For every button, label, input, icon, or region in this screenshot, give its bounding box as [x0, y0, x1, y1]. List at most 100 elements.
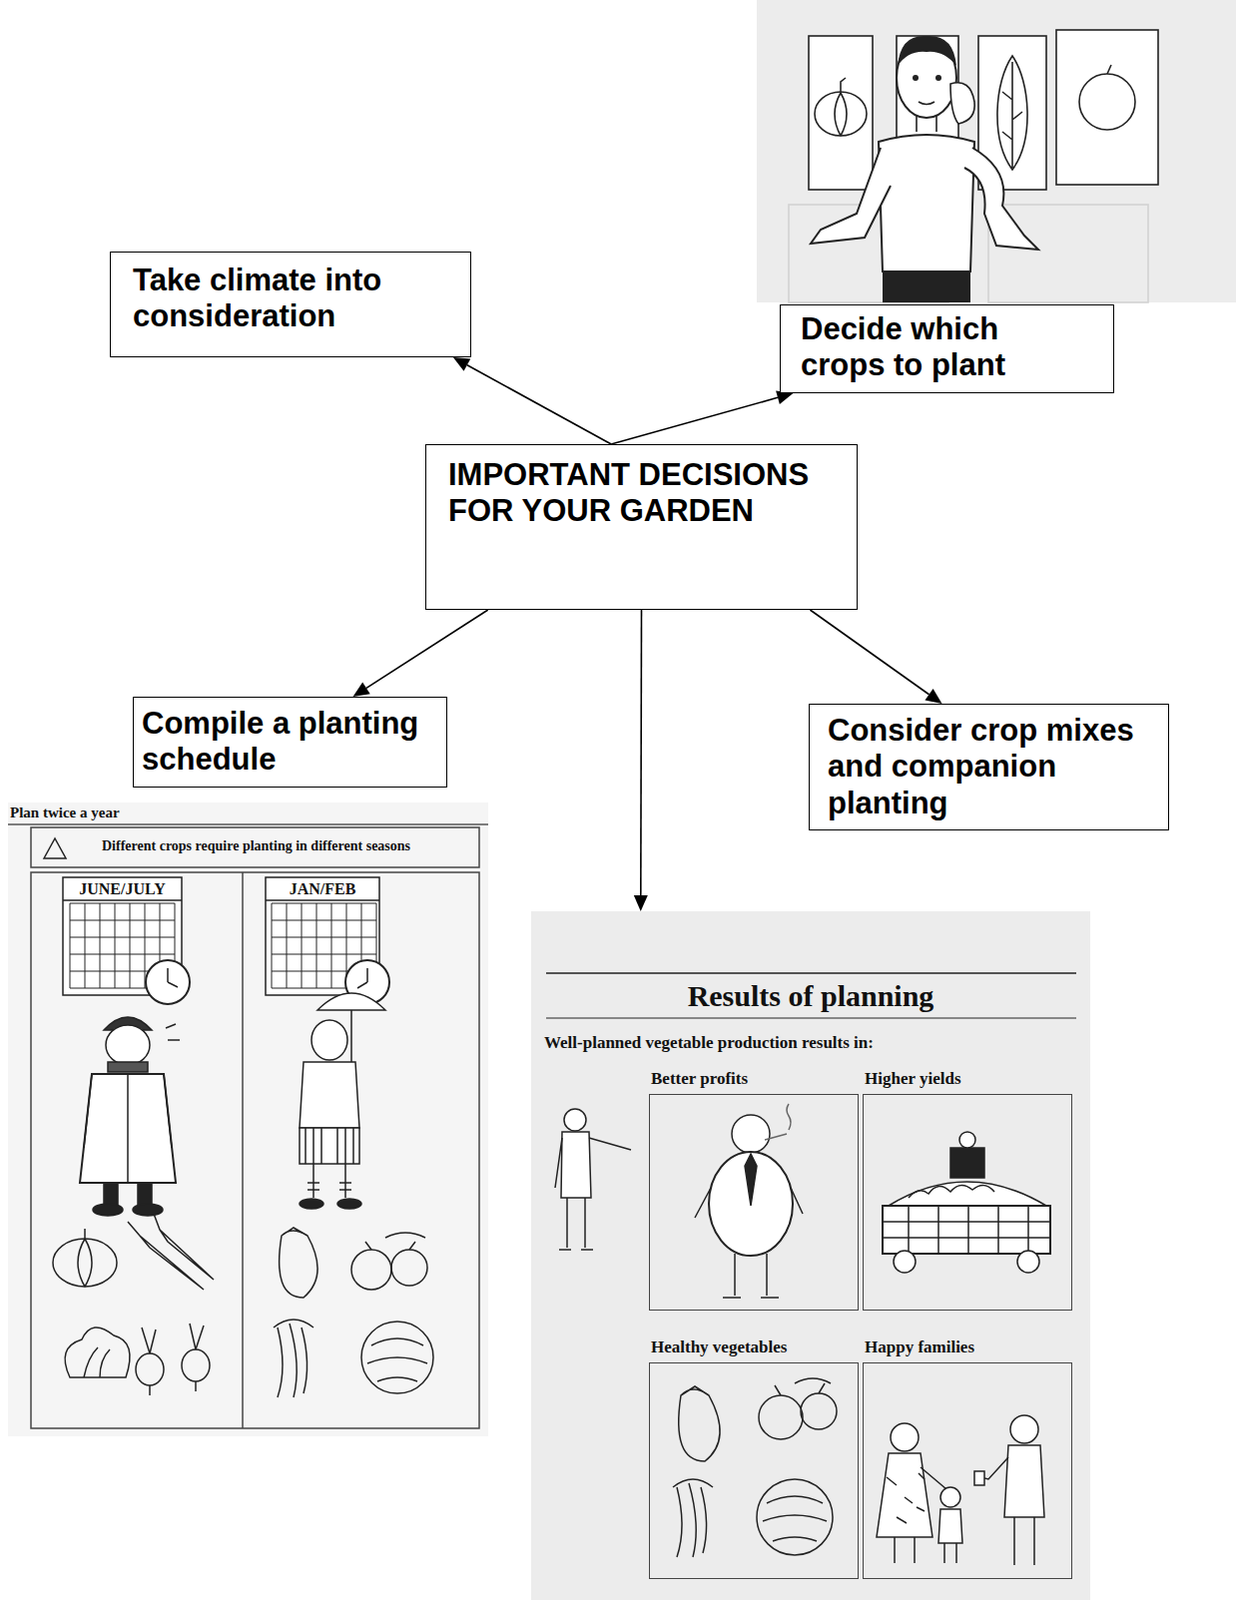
- results-illustration: [1004, 1445, 1045, 1518]
- results-illustration: [708, 1152, 793, 1256]
- results-illustration: [908, 1185, 995, 1199]
- planting-schedule-illustration: [79, 1074, 176, 1184]
- planting-schedule-illustration: [165, 1024, 180, 1041]
- planting-schedule-illustration: [305, 1128, 354, 1165]
- planting-schedule-illustration: [279, 1228, 318, 1298]
- panel-subtitle: Well-planned vegetable production result…: [531, 1033, 1091, 1054]
- decision-box: Consider crop mixes and companion planti…: [808, 703, 1170, 831]
- box-text: Consider crop mixes and companion planti…: [827, 712, 1161, 822]
- crop-choice-illustration: [756, 0, 1236, 303]
- results-illustration: [944, 1543, 957, 1564]
- crop-choice-illustration: [882, 271, 971, 303]
- results-illustration: [876, 1453, 933, 1538]
- results-illustration: [800, 1393, 837, 1430]
- results-illustration: [764, 1104, 791, 1141]
- planting-schedule-illustration: [361, 1321, 434, 1394]
- connector-line: [639, 610, 642, 896]
- crop-choice-illustration: [808, 35, 873, 190]
- planting-schedule-illustration: [77, 1229, 92, 1287]
- panel-frame: [648, 1094, 859, 1311]
- crop-choice-illustration: [834, 77, 847, 136]
- calendar-month: JAN/FEB: [265, 880, 380, 899]
- results-illustration: [890, 1423, 919, 1452]
- connector-line: [467, 365, 612, 445]
- box-text: Compile a planting schedule: [141, 705, 443, 779]
- results-illustration: [938, 1509, 963, 1544]
- results-illustration: [694, 1188, 803, 1298]
- planting-schedule-illustration: [365, 1233, 426, 1250]
- results-illustration: [1010, 1415, 1039, 1444]
- planting-schedule-illustration: [167, 968, 178, 988]
- crop-choice-illustration: [1079, 73, 1136, 130]
- box-text: Decide which crops to plant: [800, 311, 1052, 385]
- planting-schedule-illustration: [64, 1327, 130, 1378]
- planting-schedule-illustration: [7, 802, 489, 1437]
- planting-schedule-illustration: [83, 1074, 172, 1184]
- crop-choice-illustration: [810, 147, 891, 244]
- planting-schedule-illustration: [181, 1349, 210, 1382]
- planting-schedule-illustration: [141, 1323, 204, 1396]
- planting-schedule-illustration: [351, 1249, 392, 1290]
- results-illustration: [882, 1206, 1051, 1254]
- results-illustration: [886, 1473, 925, 1524]
- results-illustration: [531, 911, 1091, 1600]
- planting-schedule-illustration: [107, 1062, 148, 1073]
- results-illustration: [762, 1496, 827, 1542]
- connector-arrow: [611, 391, 793, 445]
- results-illustration: [731, 1115, 770, 1154]
- results-illustration: [758, 1395, 803, 1440]
- panel-frame: [862, 1094, 1073, 1311]
- connector-arrow: [353, 610, 489, 697]
- box-text: Take climate into consideration: [132, 262, 461, 336]
- crop-choice-illustration: [997, 55, 1028, 170]
- crop-choice-illustration: [918, 101, 935, 105]
- panel-heading: Healthy vegetables: [648, 1334, 859, 1361]
- decision-box: Decide which crops to plant: [779, 304, 1115, 394]
- results-illustration: [893, 1250, 916, 1273]
- result-panel: Higher yields: [862, 1066, 1073, 1311]
- results-illustration: [950, 1148, 985, 1179]
- planting-schedule-illustration: [391, 1249, 428, 1286]
- planting-schedule-illustration: [337, 1199, 362, 1210]
- panel-heading: Happy families: [862, 1334, 1073, 1361]
- crop-choice-illustration: [897, 35, 957, 66]
- results-illustration: [894, 1467, 947, 1564]
- arrowhead: [633, 895, 648, 912]
- box-text: IMPORTANT DECISIONS FOR YOUR GARDEN: [448, 457, 849, 531]
- results-illustration: [940, 1487, 961, 1508]
- planting-schedule-illustration: [43, 838, 66, 859]
- planting-schedule-illustration: [30, 827, 480, 868]
- crop-choice-illustration: [1056, 29, 1159, 185]
- planting-schedule-illustration: [317, 993, 386, 1011]
- results-illustration: [564, 1109, 587, 1132]
- crop-choice-illustration: [950, 82, 975, 124]
- connector-arrow: [453, 357, 612, 445]
- planting-schedule-illustration: [145, 960, 190, 1005]
- connector-arrow: [809, 610, 942, 704]
- results-illustration: [546, 1018, 1077, 1020]
- panel-frame: [648, 1362, 859, 1580]
- planting-schedule-illustration: [307, 1183, 352, 1191]
- crop-choice-illustration: [964, 147, 1039, 250]
- connector-line: [611, 397, 778, 445]
- planting-schedule-illustration: [132, 1204, 163, 1217]
- arrowhead: [924, 688, 942, 704]
- planting-schedule-illustration: [265, 899, 380, 902]
- results-illustration: [1017, 1250, 1040, 1273]
- decision-box: Take climate into consideration: [109, 251, 472, 358]
- planting-schedule-illustration: [313, 1164, 346, 1199]
- panel-heading: Better profits: [648, 1066, 859, 1093]
- results-illustration: [756, 1479, 833, 1556]
- results-illustration: [678, 1386, 720, 1462]
- planting-schedule-illustration: [92, 1204, 123, 1217]
- results-illustration: [555, 1138, 631, 1250]
- results-illustration: [744, 1154, 757, 1207]
- panel-caption-holder: Plan twice a year: [9, 804, 310, 822]
- calendar-month-holder: JUNE/JULY: [62, 880, 182, 899]
- planting-schedule-illustration: [7, 802, 489, 1437]
- planting-schedule-illustration: [30, 872, 480, 1429]
- planting-schedule-illustration: [273, 1319, 314, 1398]
- results-illustration: [974, 1471, 985, 1486]
- panel-title: Results of planning: [531, 977, 1091, 1016]
